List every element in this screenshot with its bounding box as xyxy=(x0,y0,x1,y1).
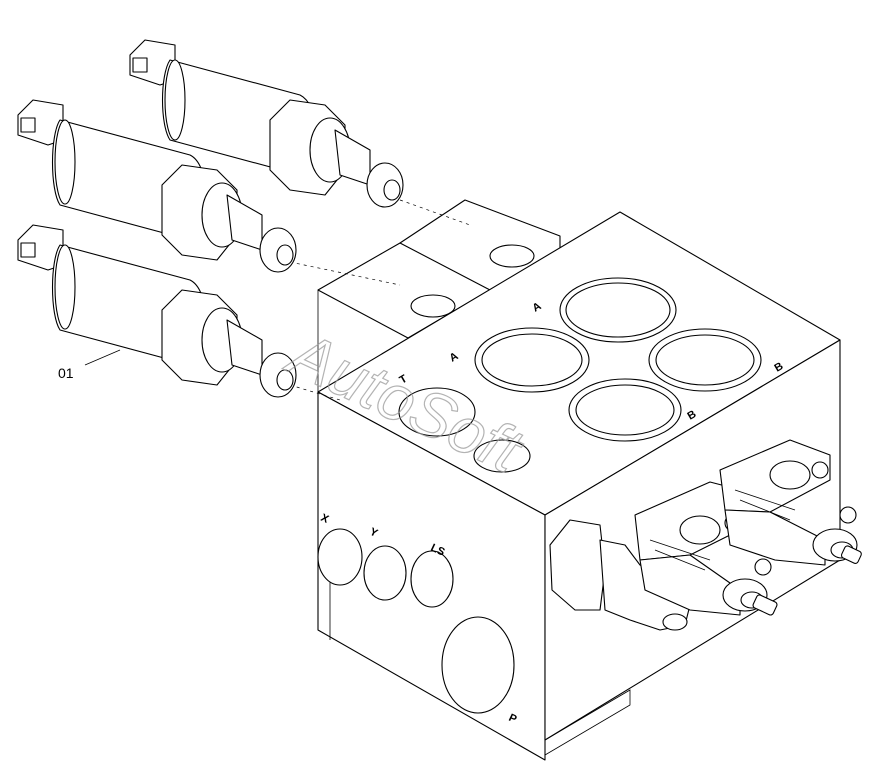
housing-1-bolt-b xyxy=(754,558,772,576)
solenoid-valve-3 xyxy=(17,224,341,401)
tip-1-face xyxy=(383,179,401,201)
label-port-p: P xyxy=(507,712,519,726)
top-face-ports xyxy=(398,244,762,473)
cartridge-housing-1-side xyxy=(639,554,741,616)
port-small-top xyxy=(473,439,531,473)
plug-nut xyxy=(662,613,688,631)
hex-plug-body xyxy=(549,519,606,611)
housing-2-bolt-b xyxy=(839,506,857,524)
housing-1-boss xyxy=(679,515,721,545)
rear-port-1 xyxy=(410,294,456,318)
tip-3-face xyxy=(276,369,294,391)
tip-2-face xyxy=(276,244,294,266)
housing-2-boss xyxy=(769,460,811,490)
port-b-right xyxy=(655,334,755,386)
port-x xyxy=(317,528,363,586)
label-port-ls: LS xyxy=(429,542,447,559)
right-face-fittings xyxy=(549,439,862,631)
assembly-line-2 xyxy=(289,261,401,286)
coil-end-2 xyxy=(54,119,76,205)
rear-port-2 xyxy=(489,244,535,268)
assembly-line-1 xyxy=(399,199,471,226)
housing-2-line-a xyxy=(734,489,796,511)
assembly-line-3 xyxy=(289,384,341,401)
housing-2-line-b xyxy=(739,499,791,521)
port-y xyxy=(363,545,407,601)
connector-2-tab xyxy=(20,117,36,133)
housing-1-line-a xyxy=(649,539,711,561)
callout-label: 01 xyxy=(58,365,74,381)
callout-leader-line xyxy=(84,349,121,366)
connector-1-tab xyxy=(132,57,148,73)
solenoid-valve-2 xyxy=(17,99,401,286)
solenoid-valve-1 xyxy=(129,39,471,226)
housing-2-screw xyxy=(840,545,862,564)
connector-3-tab xyxy=(20,242,36,258)
housing-2-bolt-a xyxy=(811,461,829,479)
port-ls xyxy=(410,550,454,608)
port-a-top xyxy=(565,282,671,338)
block-base-step xyxy=(544,689,631,756)
coil-end-3 xyxy=(54,244,76,330)
housing-1-screw xyxy=(752,594,778,616)
port-b-lower xyxy=(575,384,675,436)
port-a-left xyxy=(481,333,583,387)
housing-1-line-b xyxy=(654,549,706,571)
left-face-ports xyxy=(317,528,515,714)
port-p xyxy=(441,616,515,714)
part-callout: 01 xyxy=(58,349,121,381)
port-t xyxy=(398,387,476,437)
coil-end-1 xyxy=(164,59,186,141)
